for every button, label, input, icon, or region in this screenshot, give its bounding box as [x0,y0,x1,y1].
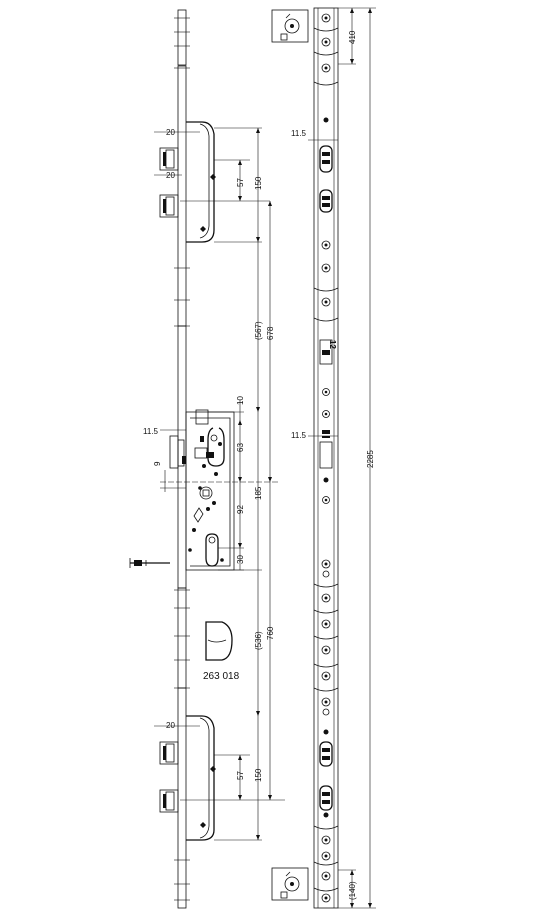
main-lock-body [129,409,280,571]
dim-front-width-lower: 20 [166,721,175,730]
faceplate-latch-openings [319,339,333,469]
dim-lock-height-upper: 150 [254,176,263,190]
strike-bottom [271,867,309,901]
dim-strip-upper: 11.5 [291,129,307,138]
strike-top [271,9,309,43]
dim-faceplate-length: 2285 [366,450,375,468]
dim-cyl-30: 30 [236,555,245,564]
front-faceplate: 12 [271,7,376,909]
dimension-chains [208,127,272,841]
dim-backset: 11.5 [143,427,159,436]
dim-offset-10: 10 [236,396,245,405]
lower-bolt-lock [154,715,285,841]
dim-cyl-offset: 92 [236,505,245,514]
dim-handle-to-cyl: 63 [236,443,245,452]
faceplate-holes [321,13,331,903]
side-view: 20 20 [129,9,285,909]
dim-bottom-offset: (140) [348,881,357,900]
dim-distance-lower: (536) [254,631,263,650]
dim-distance-total-upper: 678 [266,326,275,340]
dim-bolt-height-upper: 57 [236,178,245,187]
dim-top-offset: 410 [348,30,357,44]
dim-lock-height-lower: 150 [254,768,263,782]
faceplate-bolt-slots [319,145,333,811]
dim-front-width-upper: 20 [166,128,175,137]
dim-lock-body: 185 [254,486,263,500]
dim-bolt-height-lower: 57 [236,771,245,780]
upper-bolt-lock [154,121,270,243]
cylinder-profile-symbol [205,621,233,661]
dim-strip-lower: 11.5 [291,431,307,440]
faceplate-segments [313,27,339,892]
faceplate-dimension-chain [350,8,372,908]
dim-square: 9 [153,461,162,466]
dim-front-width-upper-2: 20 [166,171,175,180]
faceplate-marking: 12 [328,340,337,349]
dim-distance-total-lower: 760 [266,626,275,640]
part-number: 263 018 [203,671,240,682]
dim-distance-upper: (567) [254,321,263,340]
